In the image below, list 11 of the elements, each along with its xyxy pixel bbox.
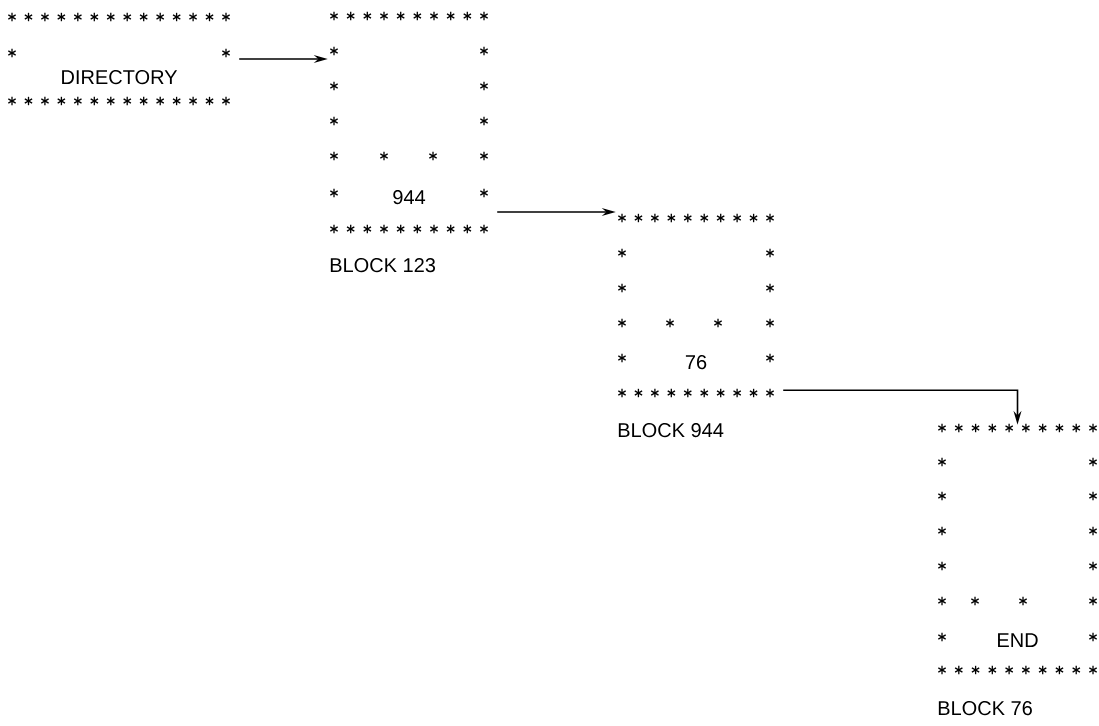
asterisk-box: [7, 12, 231, 106]
block-label: BLOCK 123: [330, 258, 436, 273]
asterisk-box: [329, 11, 489, 234]
box-text: END: [998, 633, 1038, 647]
asterisk-box: [617, 213, 775, 398]
box-text: 944: [393, 190, 426, 205]
block-label: BLOCK 76: [938, 701, 1032, 716]
box-text: DIRECTORY: [62, 70, 178, 85]
asterisk-box: [937, 423, 1098, 675]
box-text: 76: [685, 355, 707, 370]
block-label: BLOCK 944: [618, 423, 724, 438]
